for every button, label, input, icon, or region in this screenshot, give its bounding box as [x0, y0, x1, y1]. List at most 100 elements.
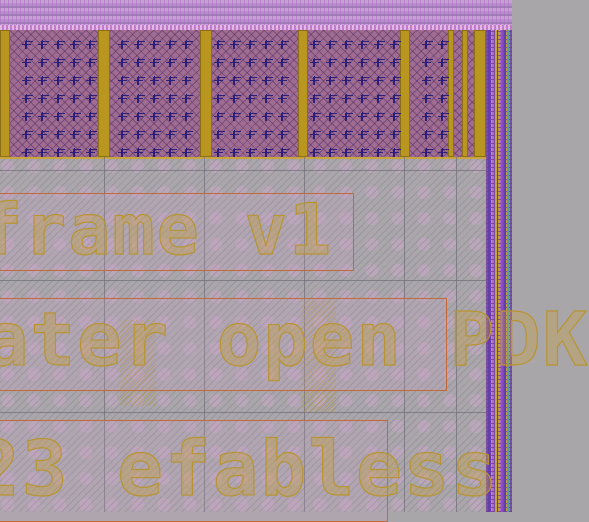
via-mark: [438, 40, 449, 49]
via-mark: [22, 148, 33, 157]
via-mark: [326, 94, 337, 103]
via-mark: [70, 148, 81, 157]
via-mark: [358, 94, 369, 103]
via-mark: [86, 94, 97, 103]
via-mark: [278, 148, 289, 157]
grid-line: [204, 157, 205, 512]
via-mark: [38, 40, 49, 49]
via-mark: [150, 40, 161, 49]
via-mark: [438, 148, 449, 157]
fill-cell: [120, 320, 156, 406]
via-mark: [326, 112, 337, 121]
via-mark: [182, 40, 193, 49]
via-mark: [374, 148, 385, 157]
via-mark: [54, 40, 65, 49]
via-mark: [278, 94, 289, 103]
via-mark: [118, 94, 129, 103]
via-mark: [422, 58, 433, 67]
via-mark: [278, 130, 289, 139]
via-mark: [342, 94, 353, 103]
via-mark: [374, 76, 385, 85]
via-mark: [54, 94, 65, 103]
via-mark: [214, 58, 225, 67]
via-mark: [358, 130, 369, 139]
via-mark: [182, 130, 193, 139]
via-mark: [38, 130, 49, 139]
via-mark: [422, 94, 433, 103]
via-mark: [342, 130, 353, 139]
via-mark: [22, 112, 33, 121]
via-mark: [326, 58, 337, 67]
route-line: [507, 30, 509, 512]
via-mark: [358, 76, 369, 85]
via-mark: [166, 112, 177, 121]
via-mark: [390, 130, 401, 139]
via-mark: [214, 94, 225, 103]
via-mark: [214, 130, 225, 139]
via-mark: [134, 40, 145, 49]
via-mark: [182, 94, 193, 103]
via-mark: [422, 112, 433, 121]
via-mark: [310, 76, 321, 85]
via-mark: [374, 130, 385, 139]
via-mark: [342, 40, 353, 49]
via-mark: [86, 40, 97, 49]
via-mark: [310, 130, 321, 139]
grid-line: [456, 157, 457, 512]
via-mark: [246, 40, 257, 49]
power-strap: [0, 30, 10, 157]
via-mark: [278, 58, 289, 67]
via-mark: [390, 40, 401, 49]
via-mark: [118, 130, 129, 139]
via-mark: [118, 112, 129, 121]
via-mark: [390, 76, 401, 85]
via-mark: [150, 112, 161, 121]
via-mark: [262, 148, 273, 157]
via-mark: [166, 94, 177, 103]
via-mark: [262, 112, 273, 121]
power-strap: [474, 30, 486, 157]
via-mark: [150, 94, 161, 103]
route-line: [495, 30, 497, 512]
text-box-2: [0, 298, 447, 391]
via-mark: [246, 76, 257, 85]
via-mark: [150, 130, 161, 139]
cell-band: [0, 30, 486, 159]
via-mark: [342, 148, 353, 157]
power-strap: [298, 30, 308, 157]
via-mark: [118, 40, 129, 49]
via-mark: [422, 148, 433, 157]
via-mark: [214, 112, 225, 121]
via-mark: [230, 76, 241, 85]
via-mark: [166, 58, 177, 67]
via-mark: [342, 112, 353, 121]
via-mark: [22, 58, 33, 67]
via-mark: [70, 112, 81, 121]
via-mark: [166, 148, 177, 157]
via-mark: [70, 130, 81, 139]
via-mark: [326, 40, 337, 49]
via-mark: [278, 40, 289, 49]
via-mark: [310, 148, 321, 157]
via-mark: [310, 112, 321, 121]
via-mark: [422, 76, 433, 85]
via-mark: [214, 76, 225, 85]
top-power-rail: [0, 0, 512, 30]
via-mark: [310, 58, 321, 67]
via-mark: [86, 112, 97, 121]
via-mark: [70, 58, 81, 67]
route-line: [489, 30, 491, 512]
via-mark: [358, 58, 369, 67]
via-mark: [422, 130, 433, 139]
via-mark: [166, 130, 177, 139]
via-mark: [54, 58, 65, 67]
power-strap: [448, 30, 454, 157]
via-mark: [134, 130, 145, 139]
via-mark: [86, 148, 97, 157]
layout-text-line-2: ater open PDK: [0, 297, 589, 383]
layout-text-line-3: 23 efabless: [0, 423, 500, 513]
grid-line: [0, 280, 486, 281]
via-mark: [38, 76, 49, 85]
via-mark: [54, 130, 65, 139]
